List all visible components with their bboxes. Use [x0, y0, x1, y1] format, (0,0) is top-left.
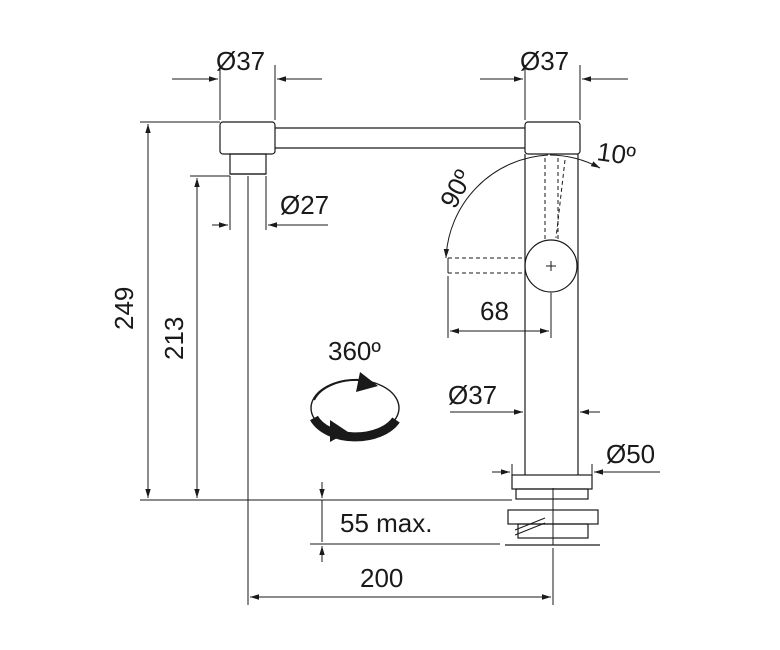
label-max-mount-thickness: 55 max. [340, 508, 433, 538]
dim-lever-reach: 68 [447, 276, 552, 338]
faucet-body [140, 121, 600, 546]
dim-left-top-diameter: Ø37 [172, 46, 322, 120]
label-total-height: 249 [109, 287, 139, 330]
label-right-top-diameter: Ø37 [520, 46, 569, 76]
label-lever-angle-open: 90º [434, 164, 479, 212]
dim-base-diameter: Ø50 [492, 439, 660, 478]
dim-spout-reach: 200 [247, 176, 554, 605]
rotation-arrow-icon [310, 372, 400, 442]
dim-max-mount-thickness: 55 max. [310, 482, 500, 562]
dim-column-diameter: Ø37 [448, 380, 600, 415]
rotation-indicator: 360º [310, 336, 400, 442]
label-outlet-height: 213 [159, 317, 189, 360]
label-lever-reach: 68 [480, 296, 509, 326]
label-column-diameter: Ø37 [448, 380, 497, 410]
label-lever-angle-tilt: 10º [595, 136, 638, 171]
label-spout-reach: 200 [360, 563, 403, 593]
dim-total-height: 249 [109, 121, 220, 498]
label-left-top-diameter: Ø37 [216, 46, 265, 76]
label-base-diameter: Ø50 [606, 439, 655, 469]
dim-outlet-diameter: Ø27 [212, 176, 329, 230]
label-outlet-diameter: Ø27 [280, 190, 329, 220]
dim-right-top-diameter: Ø37 [480, 46, 628, 120]
label-rotation: 360º [328, 336, 381, 366]
dim-outlet-height: 213 [159, 175, 230, 498]
